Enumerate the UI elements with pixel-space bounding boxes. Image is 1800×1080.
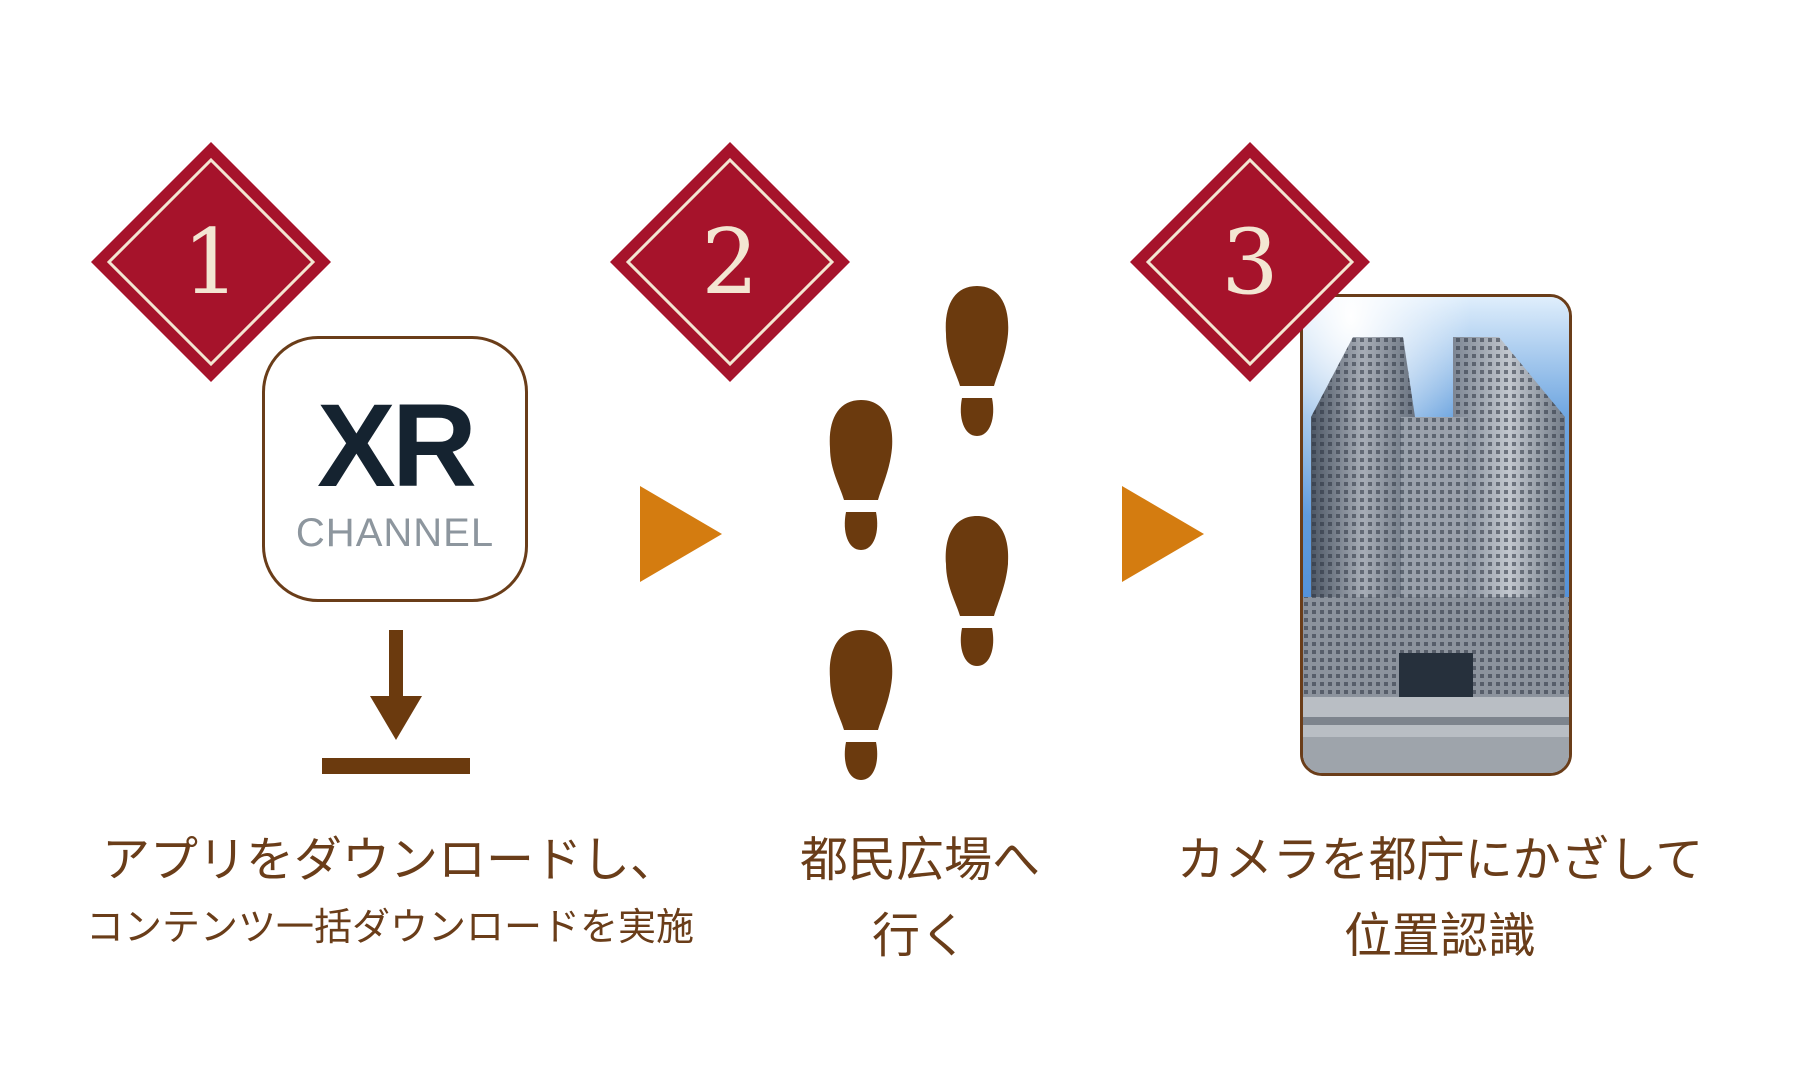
tokyo-building-photo (1300, 294, 1572, 776)
step-1-caption-line2: コンテンツ一括ダウンロードを実施 (85, 905, 694, 949)
step-1-caption-line1: アプリをダウンロードし、 (101, 832, 678, 888)
footprint-icon-4 (829, 630, 893, 780)
step-1-number: 1 (182, 209, 240, 315)
step-1-badge: 1 (89, 140, 333, 384)
footprint-icon-2 (829, 400, 893, 550)
footprint-icon-3 (945, 516, 1009, 666)
step-3-number: 3 (1221, 209, 1279, 315)
app-logo-xr: XR (317, 380, 477, 512)
step-3-caption-line1: カメラを都庁にかざして (1176, 832, 1704, 888)
step-2-number: 2 (701, 209, 759, 315)
xr-channel-app-icon: XR CHANNEL (262, 336, 528, 602)
step-arrow-2-icon (1122, 486, 1204, 582)
step-3-badge: 3 (1128, 140, 1372, 384)
app-logo-channel: CHANNEL (295, 511, 495, 555)
step-2-badge: 2 (608, 140, 852, 384)
step-3-caption-line2: 位置認識 (1343, 908, 1536, 964)
download-icon (322, 630, 470, 774)
step-arrow-1-icon (640, 486, 722, 582)
footprint-icon-1 (945, 286, 1009, 436)
step-2-caption-line1: 都民広場へ (799, 832, 1040, 888)
step-2-caption-line2: 行く (871, 908, 968, 964)
